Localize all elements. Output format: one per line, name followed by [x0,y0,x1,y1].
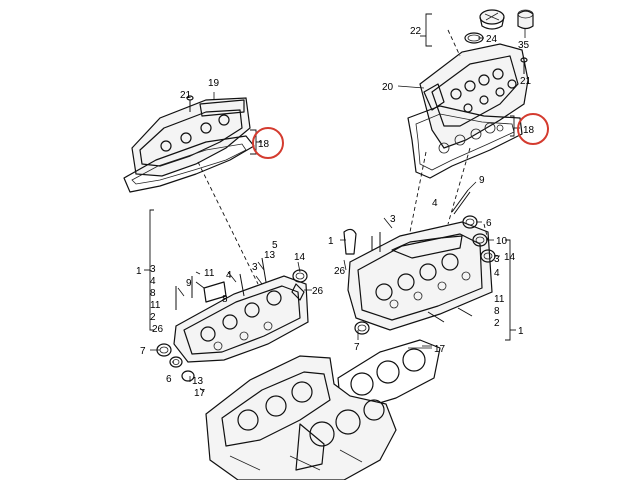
callout-3-right-top: 3 [390,214,396,225]
left-seal-6 [169,356,183,368]
right-seal-7 [354,321,370,335]
callout-brackets [144,13,520,341]
callout-24: 24 [486,34,498,45]
callout-17-right: 17 [434,344,446,355]
left-seal-13 [181,370,195,382]
leader-lines [150,28,526,393]
callout-8-right: 8 [494,306,500,317]
callout-11-right: 11 [494,294,505,305]
callout-21-right: 21 [520,76,532,87]
callout-5-left: 5 [272,240,278,251]
assembly-lines [197,29,489,285]
right-cylinder-head [347,221,493,331]
callout-18-left: 18 [258,139,270,150]
callout-1-left: 1 [136,266,142,277]
callout-numbers: 22 24 35 21 20 18 19 21 18 9 3 4 6 10 1 … [136,26,535,399]
callout-7-right: 7 [354,342,360,353]
callout-11-left-bracket: 11 [150,300,161,311]
callout-10: 10 [496,236,508,247]
callout-4-left-bracket: 4 [150,276,156,287]
engine-block [205,355,397,480]
callout-26-left-bracket: 26 [152,324,164,335]
callout-8-left: 8 [222,294,228,305]
callout-14-right: 14 [504,252,516,263]
callout-3-left: 3 [252,262,258,273]
callout-4-left: 4 [226,270,232,281]
right-head-bolt [451,189,471,215]
callout-1-right-top: 1 [328,236,334,247]
callout-2-left-bracket: 2 [150,312,156,323]
left-valve-cover-gasket [123,135,255,193]
left-valve-cover [131,97,251,177]
callout-4-right-bottom: 4 [494,268,500,279]
callout-13-left-bottom: 13 [192,376,204,387]
right-oil-filler-cap [479,9,505,30]
callout-22: 22 [410,26,422,37]
callout-26-left: 26 [312,286,324,297]
callout-21-left: 21 [180,90,192,101]
callout-8-left-bracket: 8 [150,288,156,299]
callout-19: 19 [208,78,220,89]
callout-13-left: 13 [264,250,276,261]
callout-9-left: 9 [186,278,192,289]
left-sensor-26 [291,283,305,301]
right-valve-cover-gasket [407,105,523,179]
callout-11-left: 11 [204,268,215,279]
callout-17-left: 17 [194,388,206,399]
callout-9-right: 9 [479,175,485,186]
right-valve-cover [419,43,529,149]
callout-20: 20 [382,82,394,93]
callout-1-right-bottom: 1 [518,326,524,337]
highlight-circle-right-18 [517,113,549,145]
callout-3-right-bottom: 3 [494,254,500,265]
callout-6-left: 6 [166,374,172,385]
callout-6: 6 [486,218,492,229]
callout-35: 35 [518,40,530,51]
callout-26-right: 26 [334,266,346,277]
right-sensor-26 [343,228,357,255]
right-pin-bolts [371,232,473,323]
highlight-circle-left-18 [252,127,284,159]
right-plug-35 [517,9,534,30]
callout-7-left: 7 [140,346,146,357]
callout-3-left-bracket: 3 [150,264,156,275]
left-cylinder-head [173,275,309,363]
callout-2-right: 2 [494,318,500,329]
callout-14-left: 14 [294,252,306,263]
callout-18-right: 18 [523,125,535,136]
callout-4-right-top: 4 [432,198,438,209]
